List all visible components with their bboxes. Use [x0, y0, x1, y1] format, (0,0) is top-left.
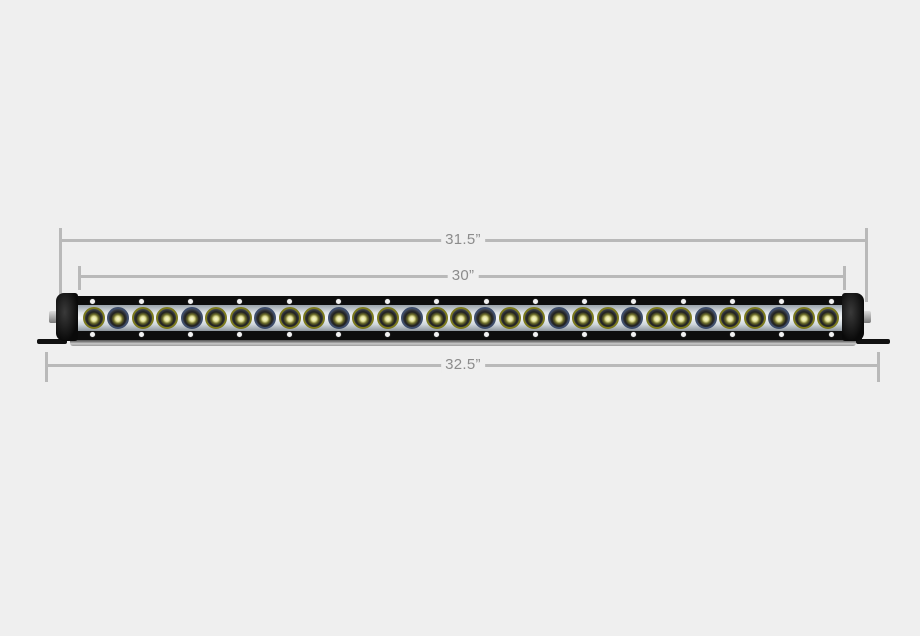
screw: [532, 299, 538, 304]
dimension-label: 32.5”: [441, 357, 485, 373]
dimension-tick-left: [78, 266, 81, 290]
led-emitter: [425, 307, 448, 329]
led-emitter: [743, 307, 766, 329]
led-emitter: [792, 307, 815, 329]
screw: [385, 299, 391, 304]
led-emitter: [401, 307, 424, 329]
screw: [385, 332, 391, 337]
screw: [680, 299, 686, 304]
screw: [532, 332, 538, 337]
screw: [188, 332, 194, 337]
led-emitter: [131, 307, 154, 329]
led-emitter: [719, 307, 742, 329]
led-emitter: [670, 307, 693, 329]
led-emitter: [498, 307, 521, 329]
screw: [729, 299, 735, 304]
led-emitter: [229, 307, 252, 329]
screw: [237, 299, 243, 304]
bar-heatsink-base: [70, 338, 856, 346]
led-emitter: [474, 307, 497, 329]
screw: [89, 332, 95, 337]
led-emitter: [547, 307, 570, 329]
led-emitter: [376, 307, 399, 329]
screw: [138, 332, 144, 337]
led-emitter: [596, 307, 619, 329]
screw: [483, 332, 489, 337]
led-emitter: [327, 307, 350, 329]
dimension-tick-left: [59, 228, 62, 302]
led-emitter: [303, 307, 326, 329]
screw: [335, 299, 341, 304]
screw: [631, 299, 637, 304]
end-cap-right: [842, 293, 864, 341]
end-cap-left: [56, 293, 78, 341]
led-emitter: [572, 307, 595, 329]
screw: [582, 299, 588, 304]
screw: [286, 299, 292, 304]
screw: [89, 299, 95, 304]
mounting-bracket-right: [856, 339, 890, 344]
led-emitter: [205, 307, 228, 329]
led-emitter: [694, 307, 717, 329]
led-emitter: [107, 307, 130, 329]
led-emitter: [83, 307, 105, 329]
screw: [434, 332, 440, 337]
led-emitter: [768, 307, 791, 329]
connector-left: [49, 311, 57, 323]
led-emitter: [645, 307, 668, 329]
screw: [335, 332, 341, 337]
screw: [483, 299, 489, 304]
led-emitter: [278, 307, 301, 329]
dimension-tick-right: [877, 352, 880, 382]
screw: [188, 299, 194, 304]
screw: [680, 332, 686, 337]
screw: [237, 332, 243, 337]
led-emitter: [352, 307, 375, 329]
led-emitter: [523, 307, 546, 329]
mounting-bracket-left: [37, 339, 67, 344]
led-emitter: [156, 307, 179, 329]
screw: [828, 332, 834, 337]
screw: [779, 299, 785, 304]
screw: [434, 299, 440, 304]
led-emitter: [254, 307, 277, 329]
dimension-label: 31.5”: [441, 232, 485, 248]
led-emitter: [180, 307, 203, 329]
screw: [779, 332, 785, 337]
dimension-tick-left: [45, 352, 48, 382]
dimension-tick-right: [865, 228, 868, 302]
screw: [582, 332, 588, 337]
screw: [138, 299, 144, 304]
screw: [828, 299, 834, 304]
dimension-label: 30”: [447, 268, 479, 284]
dimension-tick-right: [843, 266, 846, 290]
screw: [631, 332, 637, 337]
led-emitter: [817, 307, 839, 329]
led-emitter: [450, 307, 472, 329]
led-emitter: [621, 307, 644, 329]
connector-right: [863, 311, 871, 323]
screw: [286, 332, 292, 337]
screw: [729, 332, 735, 337]
